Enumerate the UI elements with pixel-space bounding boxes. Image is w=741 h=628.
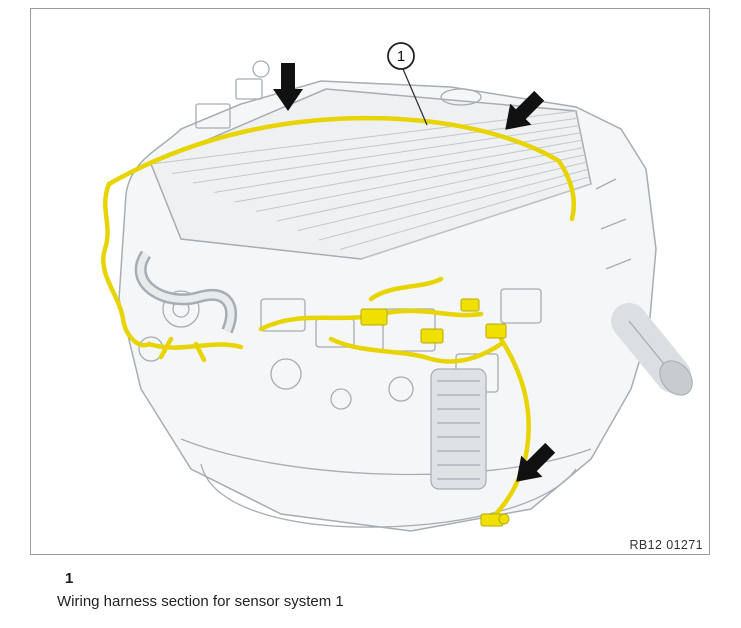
harness-connectors xyxy=(360,298,510,527)
pointer-arrow-icon xyxy=(516,442,556,482)
caption-text: Wiring harness section for sensor system… xyxy=(57,593,344,610)
figure-caption: 1 Wiring harness section for sensor syst… xyxy=(57,570,344,610)
pointer-arrows xyxy=(273,63,556,482)
pointer-arrow-icon xyxy=(505,90,545,130)
callout-circle xyxy=(387,42,415,70)
valve-cover-ribs xyxy=(150,110,592,260)
figure-frame: 1 RB12 01271 xyxy=(30,8,710,555)
engine-body xyxy=(118,80,657,532)
ribbed-panel xyxy=(430,368,487,490)
pointer-arrow-icon xyxy=(273,63,303,111)
caption-number: 1 xyxy=(65,570,74,587)
reference-code: RB12 01271 xyxy=(629,538,703,552)
engine-illustration: 1 xyxy=(101,42,693,532)
callout-label: 1 xyxy=(397,48,405,65)
callout-1: 1 xyxy=(387,42,428,126)
intake-duct xyxy=(611,303,693,396)
